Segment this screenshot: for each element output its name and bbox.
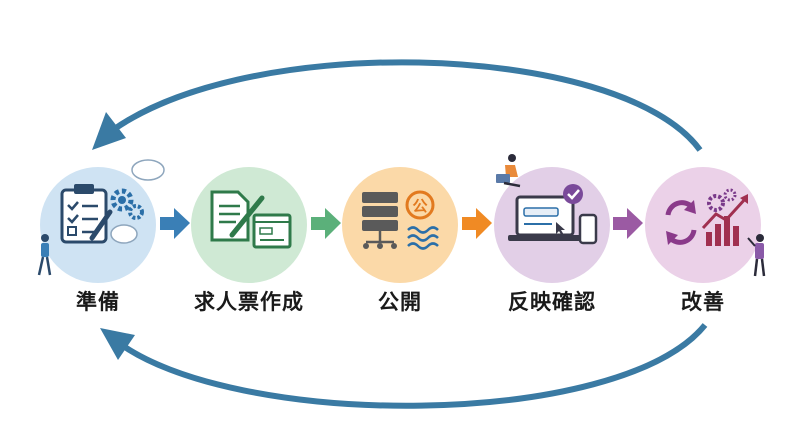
connector-arrow-4 [613,208,643,239]
publish-badge-glyph: 公 [412,197,427,215]
stage-label-improve: 改善 [681,290,725,314]
improve-chart-icon [665,188,748,246]
gear-icon [110,188,144,220]
connector-arrow-2 [311,208,341,239]
stage-label-publish: 公開 [378,290,422,314]
bottom-loop-arrow [113,323,708,409]
stage-label-verify: 反映確認 [508,290,596,314]
sitting-person-icon [496,154,521,188]
connector-arrow-3 [462,208,492,239]
connector-arrow-1 [160,208,190,239]
stage-circle-publish [342,167,458,283]
document-pen-icon [210,190,292,249]
stage-circle-improve [645,167,761,283]
clipboard-checklist-icon [60,184,113,244]
top-loop-arrowhead [92,112,126,150]
person-figure-icon [37,234,52,276]
server-publish-icon [362,190,439,250]
stage-label-create-posting: 求人票作成 [194,290,304,314]
thought-cloud-icon [110,159,165,244]
stage-label-prepare: 準備 [76,290,120,314]
bottom-loop-arrowhead [100,328,135,360]
top-loop-arrow [98,59,703,152]
standing-person-icon [747,234,766,277]
laptop-check-icon [508,184,598,245]
